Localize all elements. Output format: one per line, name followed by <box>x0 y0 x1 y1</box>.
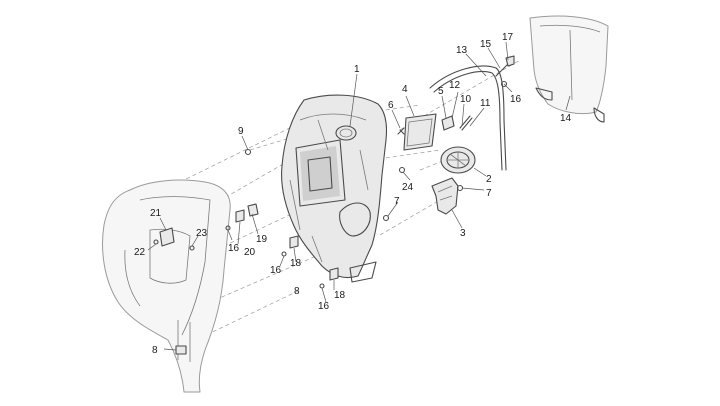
callout-16: 16 <box>318 301 330 312</box>
callout-20: 20 <box>244 247 256 258</box>
callout-5: 5 <box>438 86 444 97</box>
callout-22: 22 <box>134 247 146 258</box>
callout-21: 21 <box>150 208 162 219</box>
callout-11: 11 <box>480 98 491 109</box>
leg-shield-body <box>281 94 388 283</box>
callout-14: 14 <box>560 113 572 124</box>
cap-ring-2 <box>440 146 476 174</box>
fasteners <box>153 55 515 355</box>
callout-1: 1 <box>354 64 360 75</box>
callout-18: 18 <box>290 258 302 269</box>
callout-labels: 1 2 3 4 5 6 7 7 8 8 9 10 11 12 13 14 15 … <box>134 32 572 356</box>
leader-lines <box>147 41 571 351</box>
rear-cover-14 <box>529 15 609 123</box>
callout-13: 13 <box>456 45 468 56</box>
callout-4: 4 <box>402 84 408 95</box>
callout-16: 16 <box>270 265 282 276</box>
callout-6: 6 <box>388 100 394 111</box>
callout-7: 7 <box>394 196 400 207</box>
callout-8: 8 <box>294 286 300 297</box>
cover-plate-4 <box>403 113 437 151</box>
front-shield-panel <box>102 179 231 393</box>
bracket-3 <box>431 177 459 215</box>
callout-17: 17 <box>502 32 514 43</box>
callout-10: 10 <box>460 94 472 105</box>
callout-16: 16 <box>510 94 522 105</box>
callout-7: 7 <box>486 188 492 199</box>
callout-23: 23 <box>196 228 208 239</box>
callout-3: 3 <box>460 228 466 239</box>
callout-2: 2 <box>486 174 492 185</box>
trim-strip-13 <box>429 65 507 171</box>
callout-8: 8 <box>152 345 158 356</box>
callout-18: 18 <box>334 290 346 301</box>
callout-24: 24 <box>402 182 414 193</box>
callout-16: 16 <box>228 243 240 254</box>
callout-12: 12 <box>449 80 461 91</box>
callout-15: 15 <box>480 39 492 50</box>
callout-9: 9 <box>238 126 244 137</box>
callout-19: 19 <box>256 234 268 245</box>
